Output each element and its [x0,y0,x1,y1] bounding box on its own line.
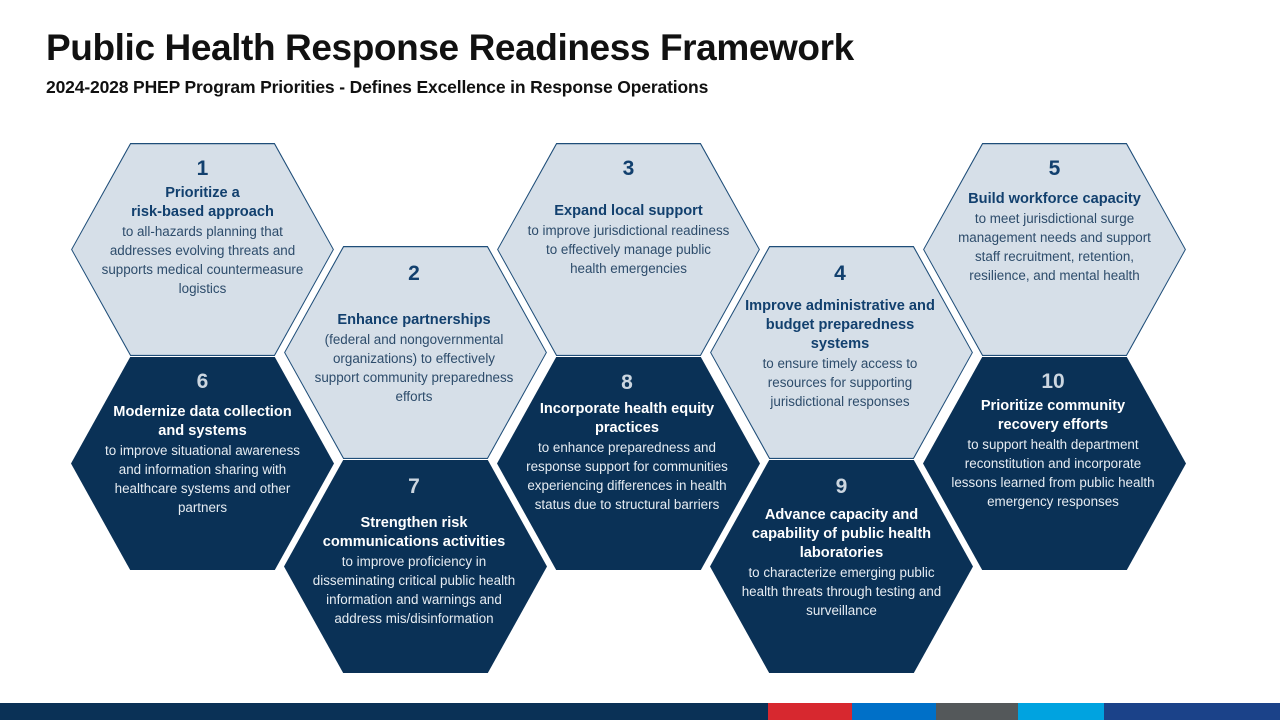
priority-hexagon-8[interactable]: 8 Incorporate health equity practices to… [497,357,760,570]
priority-body: (federal and nongovernmental organizatio… [314,331,514,404]
priority-number: 7 [408,475,420,498]
priority-hexagon-3[interactable]: 3 Expand local support to improve jurisd… [497,143,760,356]
priority-number: 2 [408,262,420,285]
color-bar-segment-navy [0,703,768,720]
hexagon-fill [498,144,759,355]
hexagon-fill [285,247,546,458]
priority-heading: Modernize data collection and systems [113,403,292,439]
priority-number: 1 [196,157,209,180]
page-title: Public Health Response Readiness Framewo… [46,27,854,68]
priority-heading: Improve administrative and budget prepar… [745,297,935,352]
color-bar-segment-red [768,703,852,720]
hexagon-fill [711,247,972,458]
priority-body: to meet jurisdictional surge management … [958,210,1151,283]
priority-hexagon-2[interactable]: 2 Enhance partnerships (federal and nong… [284,246,547,459]
priority-heading: Prioritize community recovery efforts [980,397,1126,433]
priority-number: 6 [196,370,209,393]
priority-number: 10 [1041,370,1065,393]
priority-heading: Advance capacity and capability of publi… [751,506,932,561]
hexagon-framework-diagram: 1 Prioritize a risk-based approach to al… [71,143,1186,673]
priority-heading: Build workforce capacity [968,190,1141,207]
priority-body: to characterize emerging public health t… [741,564,942,618]
priority-heading: Incorporate health equity practices [539,400,715,436]
color-bar-segment-gray [936,703,1018,720]
priority-hexagon-1[interactable]: 1 Prioritize a risk-based approach to al… [71,143,334,356]
priority-body: to improve proficiency in disseminating … [312,553,516,626]
color-bar-segment-cyan [1018,703,1104,720]
page-subtitle: 2024-2028 PHEP Program Priorities - Defi… [46,76,709,97]
priority-number: 3 [622,157,635,180]
priority-body: to enhance preparedness and response sup… [526,439,728,512]
priority-number: 9 [835,475,848,498]
hexagon-fill [72,144,333,355]
priority-number: 4 [834,262,846,285]
priority-body: to improve jurisdictional readiness to e… [527,222,730,276]
priority-hexagon-7[interactable]: 7 Strengthen risk communications activit… [284,460,547,673]
priority-heading: Prioritize a risk-based approach [131,184,274,220]
priority-body: to support health department reconstitut… [951,436,1155,509]
bottom-color-bar [0,703,1280,720]
priority-hexagon-9[interactable]: 9 Advance capacity and capability of pub… [710,460,973,673]
priority-hexagon-4[interactable]: 4 Improve administrative and budget prep… [710,246,973,459]
priority-body: to all-hazards planning that addresses e… [101,223,304,296]
hexagon-fill [924,144,1185,355]
priority-heading: Strengthen risk communications activitie… [322,514,506,550]
priority-body: to improve situational awareness and inf… [104,442,300,515]
priority-number: 5 [1048,157,1061,180]
color-bar-segment-blue [852,703,936,720]
priority-hexagon-10[interactable]: 10 Prioritize community recovery efforts… [923,357,1186,570]
color-bar-segment-dark-blue [1104,703,1280,720]
header: Public Health Response Readiness Framewo… [46,28,1146,98]
priority-hexagon-5[interactable]: 5 Build workforce capacity to meet juris… [923,143,1186,356]
priority-hexagon-6[interactable]: 6 Modernize data collection and systems … [71,357,334,570]
priority-body: to ensure timely access to resources for… [762,355,918,409]
priority-heading: Enhance partnerships [337,311,491,328]
priority-heading: Expand local support [554,202,703,219]
priority-number: 8 [621,371,633,394]
